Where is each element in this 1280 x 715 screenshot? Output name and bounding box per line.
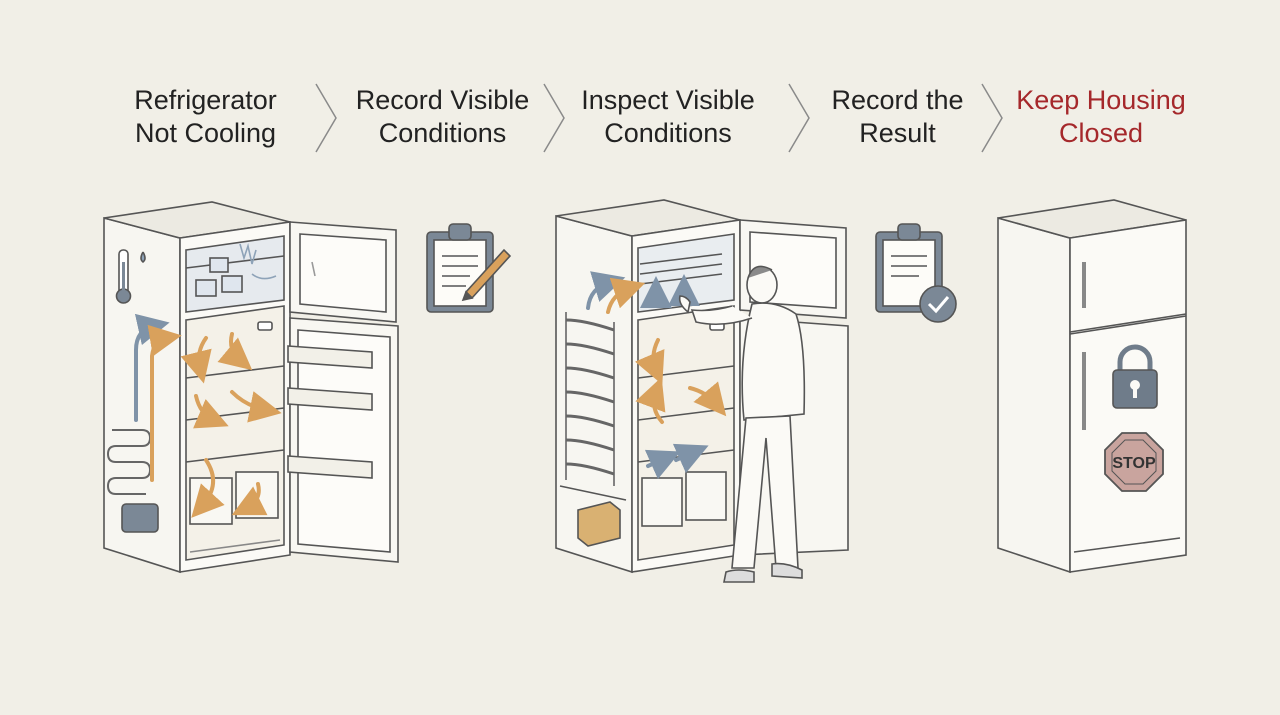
step-1-line-2: Not Cooling bbox=[134, 118, 277, 148]
airflow-arrows-2 bbox=[586, 271, 727, 480]
step-4-line-1: Record the bbox=[831, 85, 964, 115]
chevron-right-icon bbox=[543, 83, 565, 153]
step-record-visible-conditions: Record Visible Conditions bbox=[350, 84, 535, 150]
thermometer-icon bbox=[115, 249, 146, 304]
chevron-right-icon bbox=[788, 83, 810, 153]
step-5-line-2: Closed bbox=[1058, 118, 1144, 148]
technician-figure bbox=[678, 265, 806, 583]
step-2-line-1: Record Visible bbox=[355, 85, 530, 115]
refrigerator-being-inspected bbox=[555, 199, 849, 574]
padlock-icon bbox=[1112, 344, 1158, 409]
airflow-arrows bbox=[134, 313, 282, 518]
clipboard-pencil-icon bbox=[426, 223, 512, 313]
step-1-line-1: Refrigerator bbox=[134, 85, 277, 115]
process-steps: Refrigerator Not Cooling Record Visible … bbox=[0, 0, 1280, 170]
chevron-right-icon bbox=[981, 83, 1003, 153]
step-3-line-1: Inspect Visible bbox=[581, 85, 755, 115]
step-2-line-2: Conditions bbox=[378, 118, 507, 148]
closed-refrigerator bbox=[997, 199, 1187, 574]
clipboard-check-icon bbox=[875, 223, 957, 323]
step-refrigerator-not-cooling: Refrigerator Not Cooling bbox=[128, 84, 283, 150]
step-4-line-2: Result bbox=[859, 118, 936, 148]
step-5-line-1: Keep Housing bbox=[1016, 85, 1186, 115]
step-keep-housing-closed: Keep Housing Closed bbox=[1010, 84, 1192, 150]
step-record-the-result: Record the Result bbox=[825, 84, 970, 150]
stop-sign-label: STOP bbox=[1112, 455, 1156, 472]
open-refrigerator-not-cooling bbox=[103, 201, 399, 574]
step-3-line-2: Conditions bbox=[604, 118, 732, 148]
stop-sign-icon: STOP bbox=[1104, 432, 1164, 492]
chevron-right-icon bbox=[315, 83, 337, 153]
step-inspect-visible-conditions: Inspect Visible Conditions bbox=[573, 84, 763, 150]
